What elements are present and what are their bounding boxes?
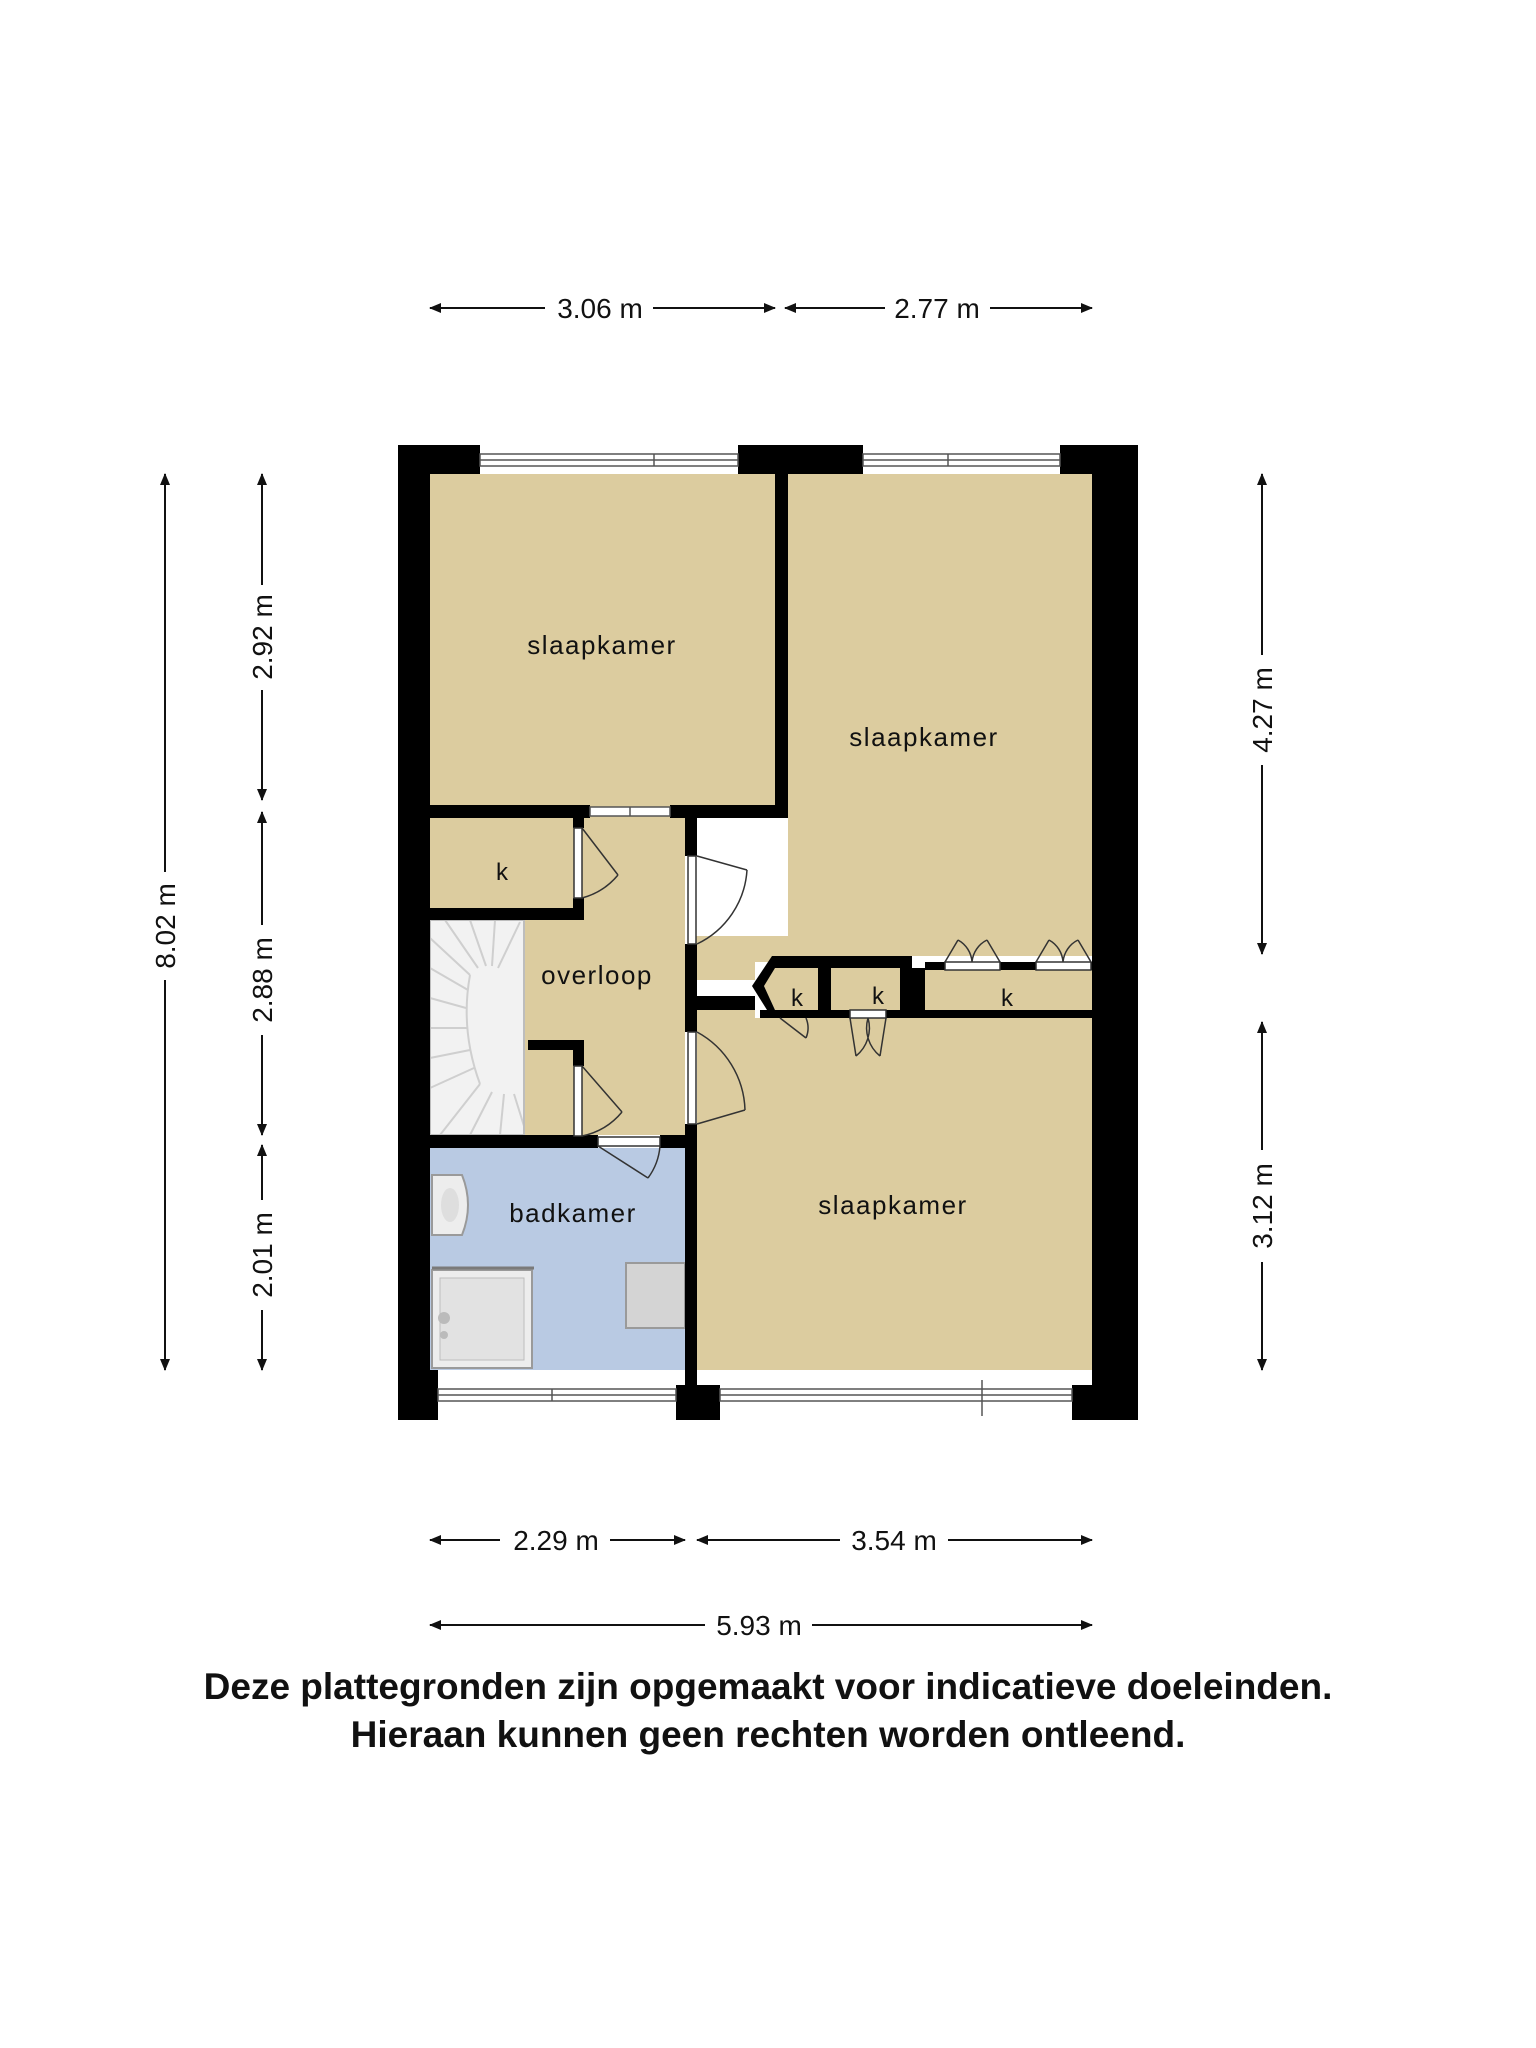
dim-top-right: 2.77 m [894, 293, 980, 324]
staircase [429, 919, 525, 1136]
closet-under-stairs-floor [524, 1048, 572, 1135]
bedroom-top-right-label: slaapkamer [849, 722, 998, 752]
dim-right-upper: 4.27 m [1247, 667, 1278, 753]
dim-left-middle: 2.88 m [247, 937, 278, 1023]
closet-mid-2-label: k [872, 983, 885, 1010]
dim-bottom-right: 3.54 m [851, 1525, 937, 1556]
bedroom-bottom-right-floor [697, 1010, 1092, 1370]
dim-left-total: 8.02 m [150, 883, 181, 969]
closet-right-label: k [1001, 985, 1014, 1012]
dim-bottom-left: 2.29 m [513, 1525, 599, 1556]
disclaimer-line-2: Hieraan kunnen geen rechten worden ontle… [350, 1714, 1186, 1755]
bathroom-fixtures [431, 1174, 686, 1369]
dim-right-lower: 3.12 m [1247, 1163, 1278, 1249]
windows [437, 453, 1073, 1416]
closet-left-label: k [496, 859, 509, 886]
dimension-lines [160, 303, 1267, 1630]
dim-left-upper: 2.92 m [247, 594, 278, 680]
closet-mid-2-floor [831, 962, 900, 1010]
dim-left-lower: 2.01 m [247, 1212, 278, 1298]
walls [398, 445, 1138, 1420]
closet-mid-1-floor [764, 962, 818, 1010]
dim-bottom-total: 5.93 m [716, 1610, 802, 1641]
bedroom-bottom-right-label: slaapkamer [818, 1190, 967, 1220]
toilet-or-cabinet [625, 1262, 686, 1329]
room-floors [430, 474, 1092, 1370]
doors [573, 827, 1092, 1179]
bathroom-label: badkamer [509, 1198, 637, 1228]
dimension-labels: 3.06 m 2.77 m 2.29 m 3.54 m 5.93 m 8.02 … [150, 293, 1278, 1641]
closet-mid-1-label: k [791, 985, 804, 1012]
room-labels: slaapkamer slaapkamer slaapkamer overloo… [496, 630, 1014, 1228]
bedroom-top-left-label: slaapkamer [527, 630, 676, 660]
bedroom-top-left-floor [430, 474, 775, 805]
bedroom-top-right-floor [694, 474, 1092, 980]
landing-label: overloop [541, 960, 653, 990]
dim-top-left: 3.06 m [557, 293, 643, 324]
closet-left-floor [430, 818, 573, 908]
disclaimer-line-1: Deze plattegronden zijn opgemaakt voor i… [203, 1666, 1333, 1707]
